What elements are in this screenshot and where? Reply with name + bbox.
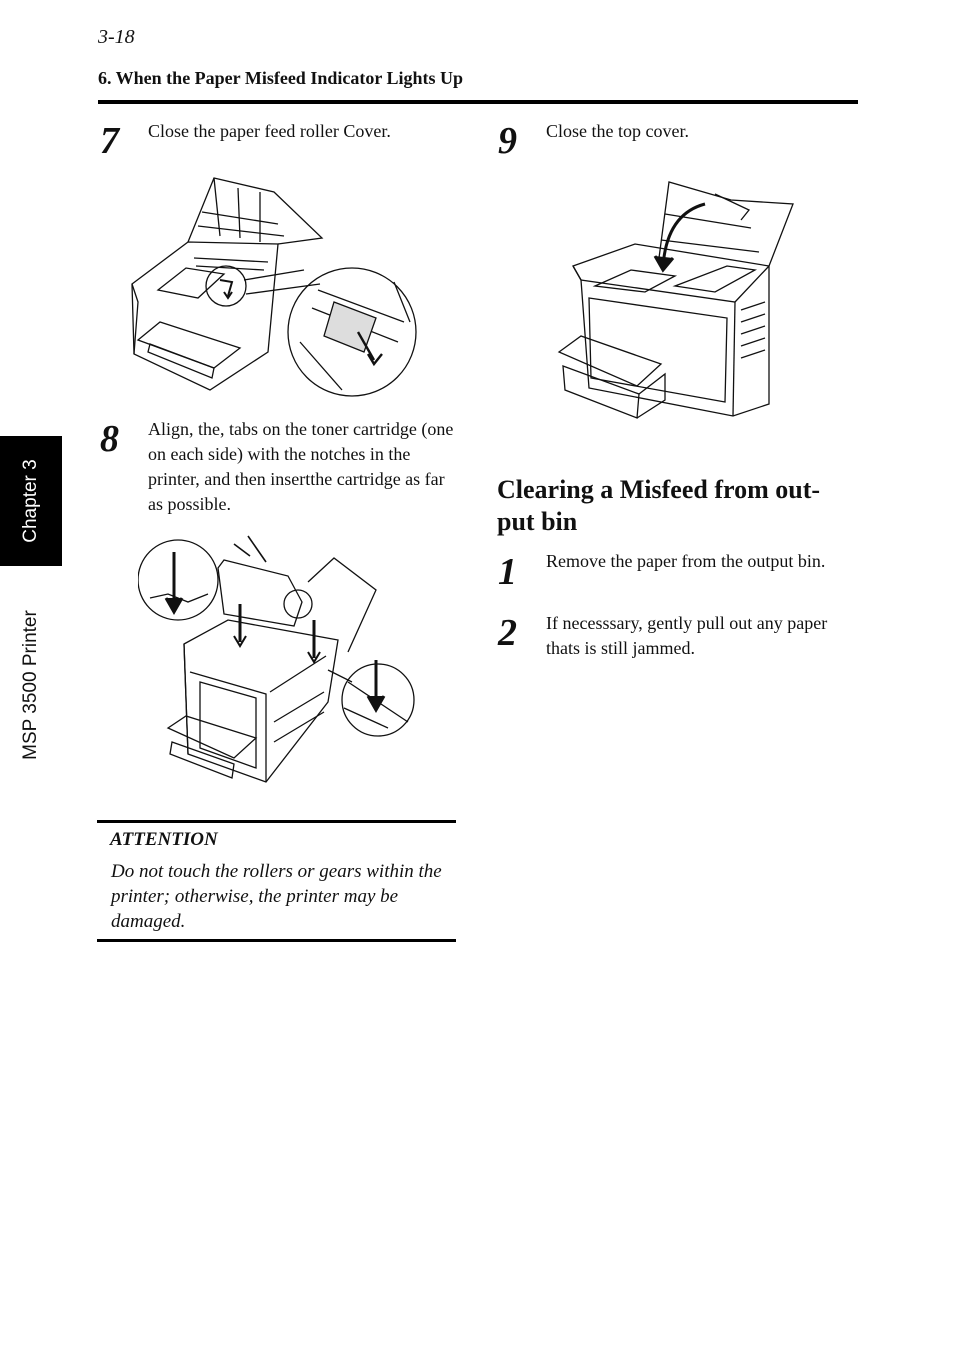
step-text: Align, the, tabs on the toner cartridge … xyxy=(148,419,454,514)
chapter-label: Chapter 3 xyxy=(20,459,41,543)
printer-roller-cover-illustration xyxy=(128,172,422,400)
step-number: 8 xyxy=(100,418,119,460)
page-number: 3-18 xyxy=(98,26,135,48)
toner-cartridge-insert-illustration xyxy=(138,532,418,792)
step-number: 1 xyxy=(498,551,517,593)
section-title: 6. When the Paper Misfeed Indicator Ligh… xyxy=(98,68,464,88)
product-label: MSP 3500 Printer xyxy=(20,610,41,760)
step-text: Remove the paper from the output bin. xyxy=(546,551,826,571)
step-number: 2 xyxy=(498,612,517,654)
step-number: 9 xyxy=(498,120,517,162)
attention-bottom-rule xyxy=(97,939,456,942)
section-heading: Clearing a Misfeed from out-put bin xyxy=(497,475,821,536)
product-tab: MSP 3500 Printer xyxy=(0,580,62,790)
chapter-tab: Chapter 3 xyxy=(0,436,62,566)
step-number: 7 xyxy=(100,120,119,162)
step-text: If necesssary, gently pull out any paper… xyxy=(546,613,828,658)
printer-top-cover-illustration xyxy=(555,174,799,430)
attention-body: Do not touch the rollers or gears within… xyxy=(111,861,442,932)
attention-title: ATTENTION xyxy=(110,829,218,850)
attention-top-rule xyxy=(97,820,456,823)
step-text: Close the paper feed roller Cover. xyxy=(148,121,391,141)
step-text: Close the top cover. xyxy=(546,121,689,141)
header-divider xyxy=(98,100,858,104)
